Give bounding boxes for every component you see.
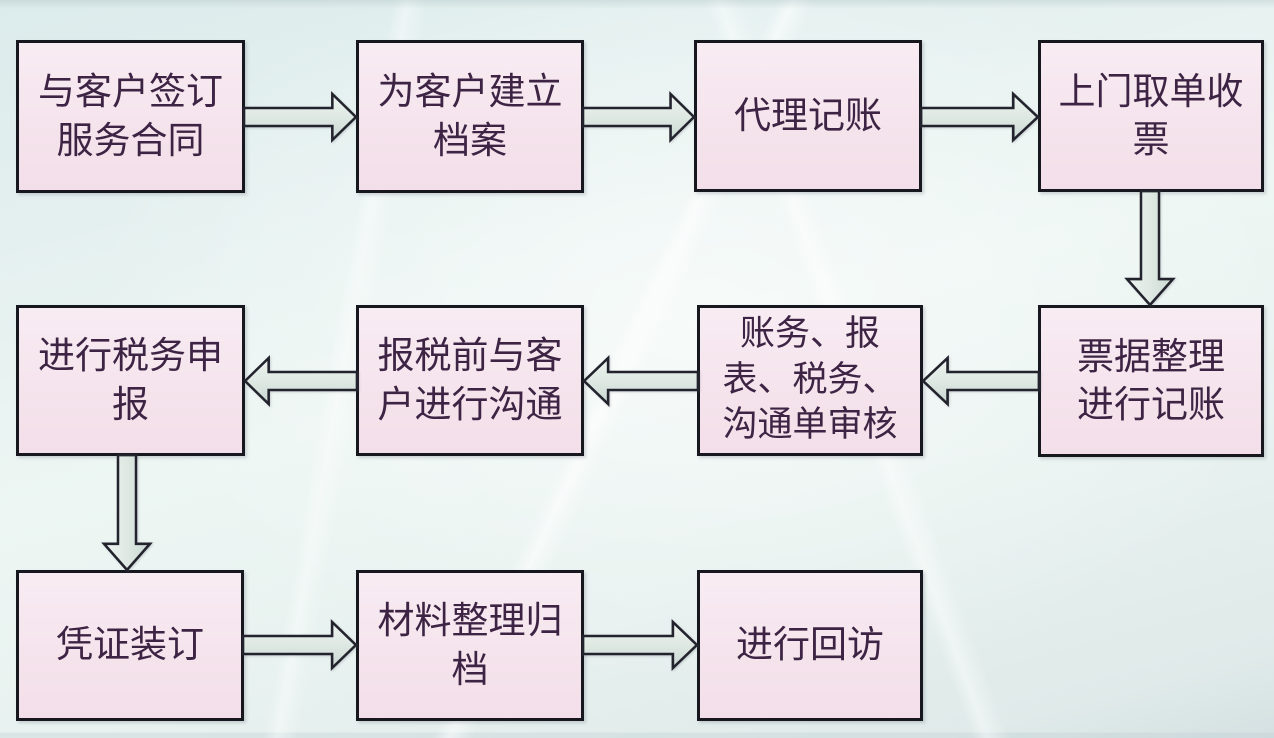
node-label-archive-materials: 材料整理归 档 — [377, 599, 563, 691]
arrow-right-icon — [581, 90, 696, 144]
arrow-right-icon — [581, 618, 699, 672]
flow-node-audit-review: 账务、报 表、税务、 沟通单审核 — [697, 305, 923, 456]
node-label-pre-tax-communicate: 报税前与客 户进行沟通 — [377, 334, 563, 426]
arrow-left-icon — [582, 354, 700, 408]
arrow-left-icon — [243, 354, 359, 408]
node-label-audit-review: 账务、报 表、税务、 沟通单审核 — [722, 314, 898, 446]
node-label-follow-up-visit: 进行回访 — [736, 623, 884, 667]
arrow-left-icon — [921, 354, 1041, 408]
node-label-organize-bills: 票据整理 进行记账 — [1077, 334, 1225, 426]
node-label-sign-contract: 与客户签订 服务合同 — [38, 70, 223, 162]
flow-node-pre-tax-communicate: 报税前与客 户进行沟通 — [356, 305, 584, 456]
node-label-tax-filing: 进行税务申 报 — [38, 334, 223, 426]
flow-node-tax-filing: 进行税务申 报 — [16, 305, 245, 456]
flow-node-follow-up-visit: 进行回访 — [697, 570, 923, 721]
arrow-down-icon — [1124, 189, 1176, 307]
node-label-create-archive: 为客户建立 档案 — [377, 70, 563, 162]
flow-node-agency-bookkeeping: 代理记账 — [694, 40, 922, 192]
flow-node-organize-bills: 票据整理 进行记账 — [1038, 305, 1264, 457]
node-label-voucher-binding: 凭证装订 — [56, 623, 204, 667]
arrow-right-icon — [919, 90, 1040, 144]
arrow-right-icon — [241, 618, 358, 672]
arrow-right-icon — [242, 90, 358, 144]
flow-node-pickup-documents: 上门取单收 票 — [1038, 40, 1264, 192]
arrow-down-icon — [101, 453, 153, 572]
node-label-pickup-documents: 上门取单收 票 — [1058, 69, 1244, 161]
flow-node-create-archive: 为客户建立 档案 — [356, 40, 584, 193]
flow-node-voucher-binding: 凭证装订 — [16, 570, 244, 721]
flow-node-sign-contract: 与客户签订 服务合同 — [16, 40, 245, 193]
flow-node-archive-materials: 材料整理归 档 — [356, 570, 584, 721]
node-label-agency-bookkeeping: 代理记账 — [734, 93, 882, 137]
